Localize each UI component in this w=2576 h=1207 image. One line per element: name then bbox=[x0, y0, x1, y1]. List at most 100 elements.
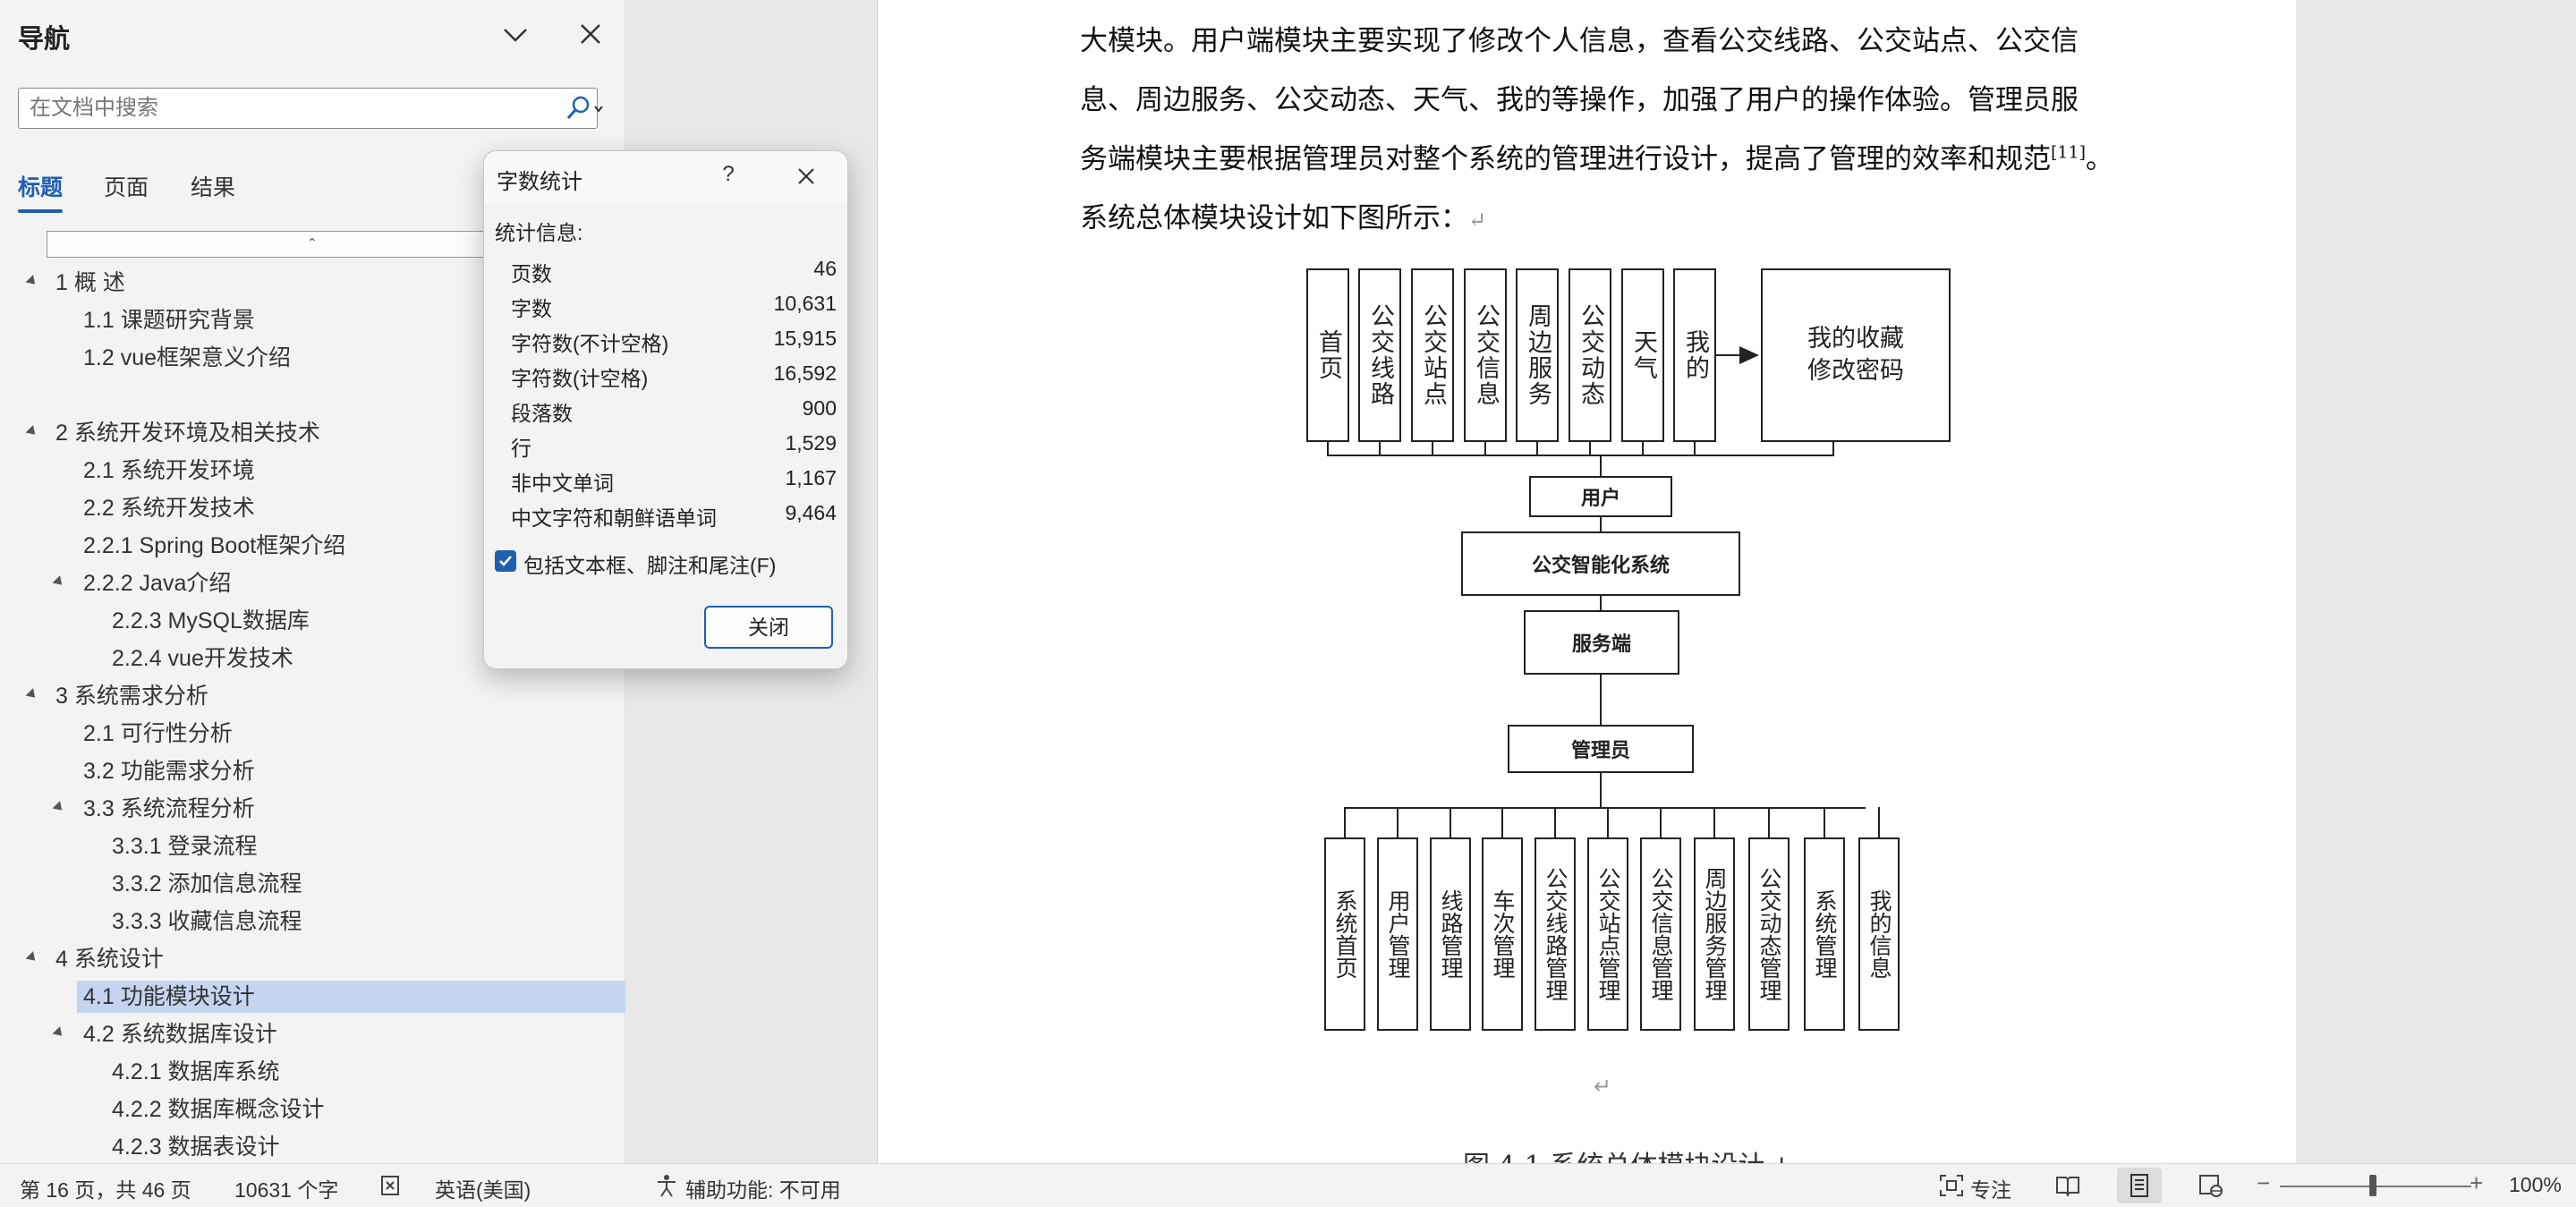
accessibility-status[interactable]: 辅助功能: 不可用 bbox=[685, 1178, 841, 1202]
module-label: 车次管理 bbox=[1490, 889, 1516, 979]
close-icon[interactable] bbox=[792, 162, 820, 191]
nav-heading-label: 1.1 课题研究背景 bbox=[83, 308, 255, 333]
nav-heading-item[interactable]: 2 系统开发环境及相关技术 bbox=[0, 417, 591, 449]
expand-triangle-icon[interactable] bbox=[52, 1026, 66, 1040]
admin-module-box: 公交动态管理 bbox=[1748, 837, 1790, 1031]
nav-heading-item[interactable]: 2.2.3 MySQL数据库 bbox=[0, 605, 591, 637]
nav-heading-item[interactable]: 2.1 系统开发环境 bbox=[0, 455, 591, 487]
nav-heading-item[interactable]: 3.2 功能需求分析 bbox=[0, 755, 591, 787]
tab-pages[interactable]: 页面 bbox=[104, 175, 149, 200]
admin-module-box: 周边服务管理 bbox=[1694, 837, 1735, 1031]
page-info[interactable]: 第 16 页，共 46 页 bbox=[20, 1178, 191, 1202]
connector bbox=[1600, 596, 1602, 610]
tab-results[interactable]: 结果 bbox=[191, 175, 236, 200]
expand-triangle-icon[interactable] bbox=[25, 275, 39, 288]
expand-triangle-icon[interactable] bbox=[52, 575, 66, 589]
connector bbox=[1397, 807, 1399, 837]
nav-heading-item[interactable]: 1 概 述 bbox=[0, 267, 591, 299]
help-icon[interactable]: ? bbox=[722, 162, 735, 186]
server-node: 服务端 bbox=[1524, 610, 1679, 675]
include-textboxes-label[interactable]: 包括文本框、脚注和尾注(F) bbox=[523, 554, 777, 577]
nav-heading-item[interactable]: 2.2 系统开发技术 bbox=[0, 492, 591, 524]
nav-heading-item[interactable]: 4.2.2 数据库概念设计 bbox=[0, 1093, 591, 1126]
zoom-out-button[interactable]: − bbox=[2257, 1169, 2271, 1196]
module-label: 线路管理 bbox=[1438, 889, 1464, 979]
nav-heading-item[interactable]: 3.3.2 添加信息流程 bbox=[0, 868, 591, 900]
document-page[interactable]: 大模块。用户端模块主要实现了修改个人信息，查看公交线路、公交站点、公交信 息、周… bbox=[877, 0, 2297, 1182]
zoom-slider-thumb[interactable] bbox=[2369, 1175, 2376, 1196]
focus-icon[interactable] bbox=[1938, 1173, 1965, 1198]
connector bbox=[1878, 807, 1880, 837]
search-input[interactable] bbox=[19, 89, 550, 128]
connector bbox=[1600, 517, 1602, 531]
nav-heading-item[interactable]: 4.2 系统数据库设计 bbox=[0, 1018, 591, 1050]
arrow-head-icon bbox=[1739, 346, 1759, 364]
module-label: 用户管理 bbox=[1385, 889, 1411, 979]
connector bbox=[1344, 807, 1346, 837]
connector bbox=[1713, 807, 1715, 837]
tab-headings[interactable]: 标题 bbox=[18, 175, 64, 200]
module-label: 公交线路管理 bbox=[1543, 867, 1569, 1001]
citation[interactable]: [11] bbox=[2051, 142, 2087, 163]
nav-heading-label: 4.2.2 数据库概念设计 bbox=[112, 1097, 325, 1122]
dialog-titlebar[interactable] bbox=[484, 151, 847, 203]
expand-triangle-icon[interactable] bbox=[25, 425, 39, 438]
nav-heading-item[interactable]: 3.3 系统流程分析 bbox=[0, 793, 591, 825]
zoom-level[interactable]: 100% bbox=[2509, 1173, 2562, 1196]
nav-heading-label: 3.3.2 添加信息流程 bbox=[112, 871, 302, 897]
close-button[interactable]: 关闭 bbox=[704, 606, 833, 649]
print-layout-icon[interactable] bbox=[2126, 1173, 2153, 1198]
connector bbox=[1607, 807, 1609, 837]
accessibility-icon[interactable] bbox=[653, 1173, 680, 1198]
nav-heading-item[interactable]: 2.2.2 Java介绍 bbox=[0, 567, 591, 599]
nav-heading-item[interactable]: 4.2.3 数据表设计 bbox=[0, 1131, 591, 1163]
expand-triangle-icon[interactable] bbox=[25, 688, 39, 701]
paragraph-line: 息、周边服务、公交动态、天气、我的等操作，加强了用户的操作体验。管理员服 bbox=[1080, 84, 2079, 116]
admin-module-box: 公交线路管理 bbox=[1535, 837, 1576, 1031]
include-textboxes-checkbox[interactable] bbox=[495, 550, 516, 572]
stat-key: 行 bbox=[511, 437, 531, 460]
search-icon[interactable] bbox=[565, 94, 608, 123]
nav-heading-item[interactable]: 4.2.1 数据库系统 bbox=[0, 1056, 591, 1088]
module-label: 公交线路 bbox=[1366, 303, 1394, 407]
focus-mode[interactable]: 专注 bbox=[1970, 1178, 2011, 1202]
nav-heading-item[interactable]: 2.2.4 vue开发技术 bbox=[0, 642, 591, 675]
nav-heading-item[interactable]: 4 系统设计 bbox=[0, 943, 591, 975]
module-label: 公交信息 bbox=[1472, 303, 1500, 407]
nav-heading-label: 3.3 系统流程分析 bbox=[83, 796, 255, 821]
chevron-down-icon[interactable] bbox=[501, 21, 530, 48]
nav-scroll-indicator[interactable]: ⌃ bbox=[47, 231, 512, 258]
nav-heading-item[interactable]: 4.1 功能模块设计 bbox=[77, 981, 667, 1013]
expand-triangle-icon[interactable] bbox=[52, 801, 66, 814]
nav-heading-item[interactable]: 3.3.3 收藏信息流程 bbox=[0, 905, 591, 938]
paragraph-mark-icon: ↵ bbox=[1468, 208, 1487, 233]
nav-heading-label: 2.2.3 MySQL数据库 bbox=[112, 608, 310, 633]
nav-heading-item[interactable]: 1.1 课题研究背景 bbox=[0, 304, 591, 336]
nav-heading-item[interactable]: 2.1 可行性分析 bbox=[0, 718, 591, 750]
connector bbox=[1344, 807, 1866, 809]
active-tab-indicator bbox=[18, 209, 63, 213]
connector bbox=[1600, 455, 1602, 476]
connector bbox=[1501, 807, 1503, 837]
nav-heading-label: 1 概 述 bbox=[55, 270, 125, 295]
module-label: 我的信息 bbox=[1866, 889, 1892, 979]
connector bbox=[1432, 442, 1433, 456]
close-icon[interactable] bbox=[576, 20, 605, 48]
nav-heading-item[interactable]: 2.2.1 Spring Boot框架介绍 bbox=[0, 530, 591, 562]
read-mode-icon[interactable] bbox=[2054, 1173, 2081, 1198]
connector bbox=[1327, 455, 1834, 456]
nav-heading-item[interactable]: 3.3.1 登录流程 bbox=[0, 830, 591, 863]
nav-heading-item[interactable]: 1.2 vue框架意义介绍 bbox=[0, 342, 591, 374]
nav-heading-item[interactable]: 3 系统需求分析 bbox=[0, 680, 591, 712]
word-count[interactable]: 10631 个字 bbox=[234, 1178, 339, 1202]
proofing-icon[interactable] bbox=[379, 1173, 406, 1198]
nav-heading-label: 4.2 系统数据库设计 bbox=[83, 1022, 277, 1047]
web-layout-icon[interactable] bbox=[2198, 1173, 2224, 1198]
nav-heading-label: 4.2.1 数据库系统 bbox=[112, 1059, 280, 1084]
expand-triangle-icon[interactable] bbox=[25, 951, 39, 965]
zoom-in-button[interactable]: + bbox=[2470, 1169, 2484, 1196]
module-box-bus-line: 公交线路 bbox=[1358, 268, 1401, 442]
nav-heading-label: 3.3.3 收藏信息流程 bbox=[112, 909, 302, 934]
connector bbox=[1450, 807, 1451, 837]
language[interactable]: 英语(美国) bbox=[435, 1178, 531, 1202]
